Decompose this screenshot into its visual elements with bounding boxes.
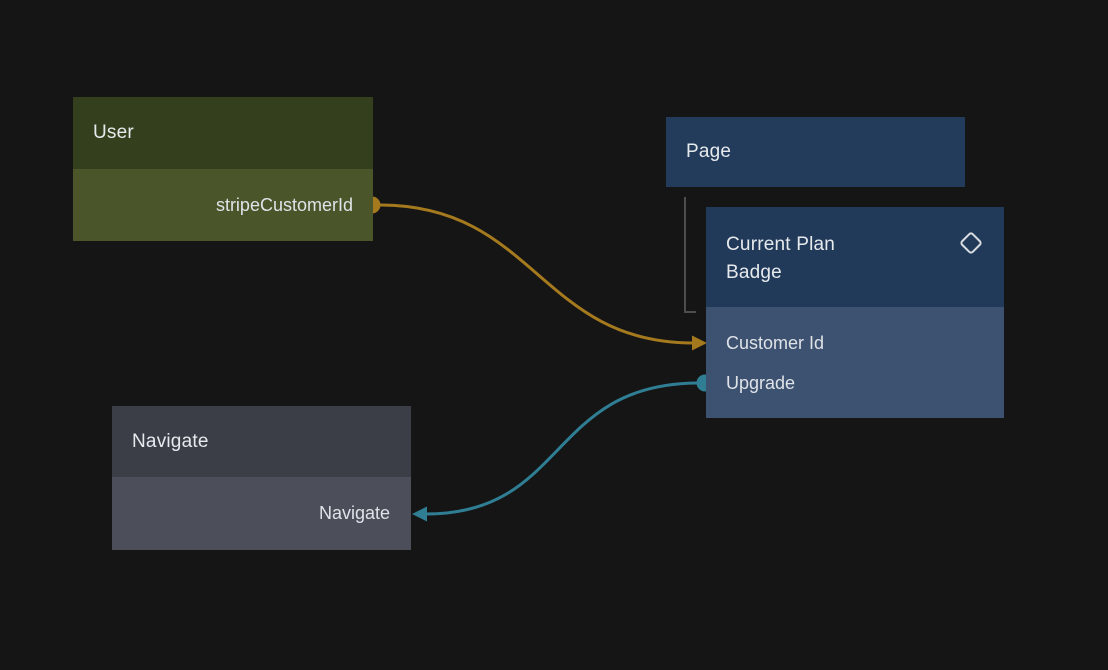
node-page-title: Page	[686, 141, 732, 162]
edge-stripecustomerid-to-customerid[interactable]	[379, 203, 694, 345]
node-current-plan-badge-title: Current Plan Badge	[726, 234, 836, 283]
diamond-icon	[956, 228, 986, 258]
edge-upgrade-to-navigate[interactable]	[425, 381, 700, 516]
node-user-header[interactable]: User	[73, 97, 373, 169]
node-current-plan-badge-body: Customer Id Upgrade	[706, 307, 1004, 418]
node-navigate-title: Navigate	[132, 430, 209, 452]
node-navigate-header[interactable]: Navigate	[112, 406, 411, 477]
field-upgrade[interactable]: Upgrade	[706, 363, 1004, 403]
field-navigate-label[interactable]: Navigate	[318, 503, 390, 523]
node-user[interactable]: User stripeCustomerId	[73, 97, 373, 241]
node-navigate[interactable]: Navigate Navigate	[112, 406, 411, 550]
field-upgrade-label: Upgrade	[726, 372, 796, 393]
field-stripecustomerid-label[interactable]: stripeCustomerId	[215, 194, 353, 215]
edge-arrowhead-navigate	[412, 506, 427, 522]
node-current-plan-badge-header[interactable]: Current Plan Badge	[706, 207, 1004, 307]
node-navigate-body: Navigate	[112, 477, 411, 550]
node-current-plan-badge[interactable]: Current Plan Badge Customer Id Upgrade	[706, 207, 1004, 418]
node-user-title: User	[93, 122, 134, 143]
node-page[interactable]: Page	[666, 117, 965, 187]
edge-arrowhead-customerid	[692, 335, 707, 351]
field-customer-id-label: Customer Id	[726, 332, 825, 353]
node-page-header[interactable]: Page	[666, 117, 965, 187]
hierarchy-connector-line	[684, 197, 696, 313]
field-customer-id[interactable]: Customer Id	[706, 323, 1004, 363]
node-user-body: stripeCustomerId	[73, 169, 373, 241]
